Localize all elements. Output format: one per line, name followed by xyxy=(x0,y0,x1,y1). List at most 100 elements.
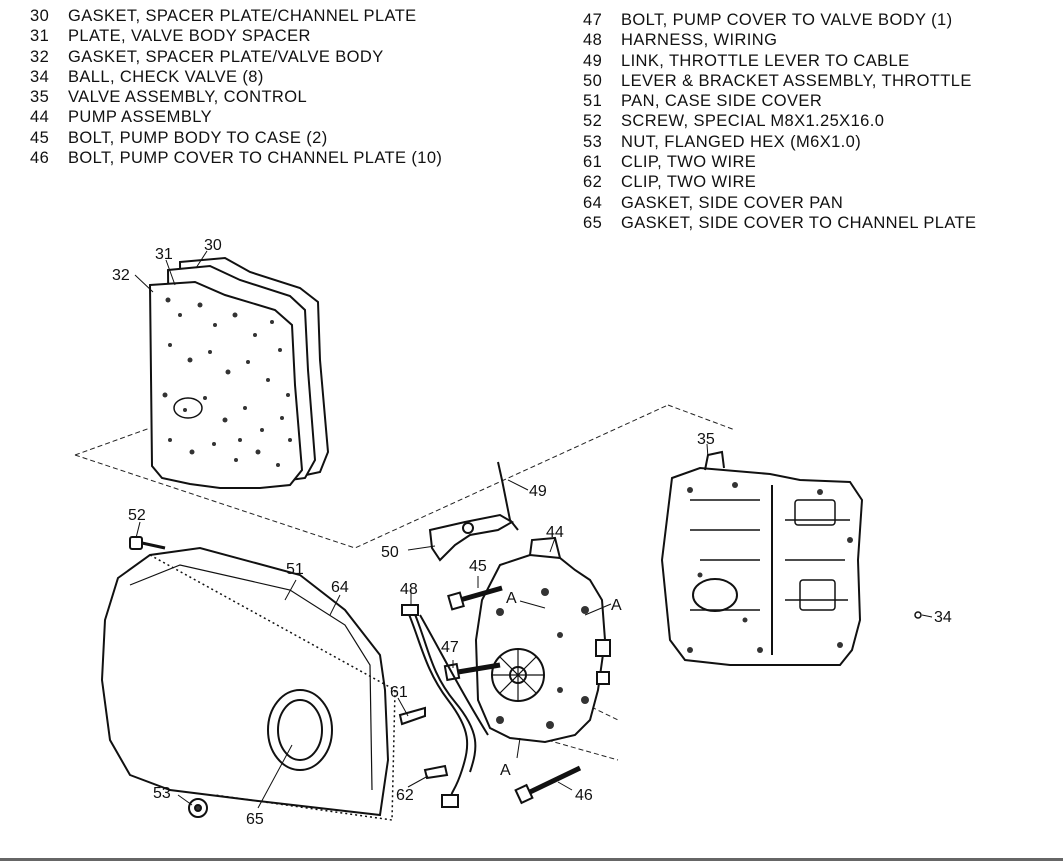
pump-cover-channel-plate-bolt-46 xyxy=(514,765,582,805)
legend-number: 53 xyxy=(583,132,603,151)
legend-item: 31 PLATE, VALVE BODY SPACER xyxy=(30,26,442,46)
legend-text: BOLT, PUMP BODY TO CASE (2) xyxy=(68,128,328,147)
callout-45: 45 xyxy=(469,558,487,575)
callout-a-right: A xyxy=(611,597,622,614)
legend-text: BOLT, PUMP COVER TO CHANNEL PLATE (10) xyxy=(68,149,443,168)
legend-item: 49 LINK, THROTTLE LEVER TO CABLE xyxy=(583,51,976,71)
legend-number: 61 xyxy=(583,153,603,172)
legend-text: GASKET, SPACER PLATE/CHANNEL PLATE xyxy=(68,7,417,25)
throttle-lever-bracket-50 xyxy=(428,513,514,562)
legend-text: NUT, FLANGED HEX (M6X1.0) xyxy=(621,132,862,151)
legend-item: 46 BOLT, PUMP COVER TO CHANNEL PLATE (10) xyxy=(30,148,442,168)
legend-text: HARNESS, WIRING xyxy=(621,31,778,50)
parts-legend-right: 47 BOLT, PUMP COVER TO VALVE BODY (1) 48 H… xyxy=(583,10,976,233)
legend-number: 62 xyxy=(583,173,603,192)
callout-35: 35 xyxy=(697,431,715,448)
callout-48: 48 xyxy=(400,581,418,598)
legend-text: LINK, THROTTLE LEVER TO CABLE xyxy=(621,51,910,70)
pump-assembly xyxy=(474,536,611,744)
legend-number: 45 xyxy=(30,128,50,147)
callout-34: 34 xyxy=(934,609,952,626)
control-valve-assembly xyxy=(660,450,864,666)
legend-text: PLATE, VALVE BODY SPACER xyxy=(68,27,311,46)
legend-text: VALVE ASSEMBLY, CONTROL xyxy=(68,88,308,107)
legend-item: 44 PUMP ASSEMBLY xyxy=(30,107,442,127)
legend-number: 31 xyxy=(30,27,50,46)
legend-text: GASKET, SIDE COVER PAN xyxy=(621,193,844,212)
legend-number: 49 xyxy=(583,51,603,70)
throttle-link-and-lever xyxy=(428,461,519,562)
legend-number: 44 xyxy=(30,108,50,127)
legend-item: 61 CLIP, TWO WIRE xyxy=(583,152,976,172)
legend-number: 47 xyxy=(583,11,603,29)
callout-46: 46 xyxy=(575,787,593,804)
callout-31: 31 xyxy=(155,246,173,263)
legend-text: PAN, CASE SIDE COVER xyxy=(621,92,823,111)
legend-item: 62 CLIP, TWO WIRE xyxy=(583,172,976,192)
legend-text: CLIP, TWO WIRE xyxy=(621,173,757,192)
pump-body-bolt-45 xyxy=(447,585,503,611)
plate-holes xyxy=(162,297,292,467)
two-wire-clip-62 xyxy=(423,764,449,780)
legend-item: 65 GASKET, SIDE COVER TO CHANNEL PLATE xyxy=(583,213,976,233)
legend-item: 53 NUT, FLANGED HEX (M6X1.0) xyxy=(583,132,976,152)
legend-item: 48 HARNESS, WIRING xyxy=(583,30,976,50)
callout-47: 47 xyxy=(441,639,459,656)
legend-number: 30 xyxy=(30,7,50,25)
side-cover-pan xyxy=(100,546,396,821)
leader-lines xyxy=(134,250,933,809)
channel-plate-gasket-65 xyxy=(267,689,333,771)
legend-number: 50 xyxy=(583,71,603,90)
legend-text: GASKET, SIDE COVER TO CHANNEL PLATE xyxy=(621,213,977,232)
callout-a-left: A xyxy=(506,590,517,607)
callout-a-bottom: A xyxy=(500,762,511,779)
legend-text: PUMP ASSEMBLY xyxy=(68,108,212,127)
callout-51: 51 xyxy=(286,561,304,578)
bottom-border xyxy=(0,858,1063,861)
pump-bolt-holes xyxy=(496,588,589,729)
wiring-harness xyxy=(401,604,489,808)
legend-number: 51 xyxy=(583,92,603,111)
legend-item: 32 GASKET, SPACER PLATE/VALVE BODY xyxy=(30,47,442,67)
callout-53: 53 xyxy=(153,785,171,802)
legend-text: SCREW, SPECIAL M8X1.25X16.0 xyxy=(621,112,885,131)
legend-number: 46 xyxy=(30,149,50,168)
small-fasteners xyxy=(129,536,449,818)
two-wire-clip-61 xyxy=(398,706,426,726)
legend-number: 65 xyxy=(583,213,603,232)
legend-item: 47 BOLT, PUMP COVER TO VALVE BODY (1) xyxy=(583,10,976,30)
legend-text: LEVER & BRACKET ASSEMBLY, THROTTLE xyxy=(621,71,972,90)
legend-item: 35 VALVE ASSEMBLY, CONTROL xyxy=(30,87,442,107)
legend-number: 32 xyxy=(30,47,50,66)
legend-number: 52 xyxy=(583,112,603,131)
callout-44: 44 xyxy=(546,524,564,541)
callout-62: 62 xyxy=(396,787,414,804)
callout-50: 50 xyxy=(381,544,399,561)
legend-item: 50 LEVER & BRACKET ASSEMBLY, THROTTLE xyxy=(583,71,976,91)
legend-text: GASKET, SPACER PLATE/VALVE BODY xyxy=(68,47,384,66)
spacer-plate-valve-body-gasket-32 xyxy=(148,280,304,489)
callout-65: 65 xyxy=(246,811,264,828)
check-ball xyxy=(914,611,922,619)
throttle-link-49 xyxy=(497,461,519,531)
special-screw-52 xyxy=(129,536,143,550)
legend-text: BOLT, PUMP COVER TO VALVE BODY (1) xyxy=(621,11,953,29)
callout-64: 64 xyxy=(331,579,349,596)
assembly-guide-lines xyxy=(74,404,736,761)
callout-labels: 30 31 32 34 35 44 45 46 47 48 49 50 51 5… xyxy=(112,237,952,828)
legend-item: 51 PAN, CASE SIDE COVER xyxy=(583,91,976,111)
legend-number: 35 xyxy=(30,88,50,107)
legend-item: 30 GASKET, SPACER PLATE/CHANNEL PLATE xyxy=(30,6,442,26)
legend-item: 52 SCREW, SPECIAL M8X1.25X16.0 xyxy=(583,111,976,131)
valve-body-plates xyxy=(148,256,330,489)
control-valve-bores xyxy=(687,482,853,653)
legend-text: CLIP, TWO WIRE xyxy=(621,153,757,172)
plate-bore xyxy=(173,397,203,419)
callout-61: 61 xyxy=(390,684,408,701)
legend-text: BALL, CHECK VALVE (8) xyxy=(68,67,264,86)
legend-number: 48 xyxy=(583,31,603,50)
